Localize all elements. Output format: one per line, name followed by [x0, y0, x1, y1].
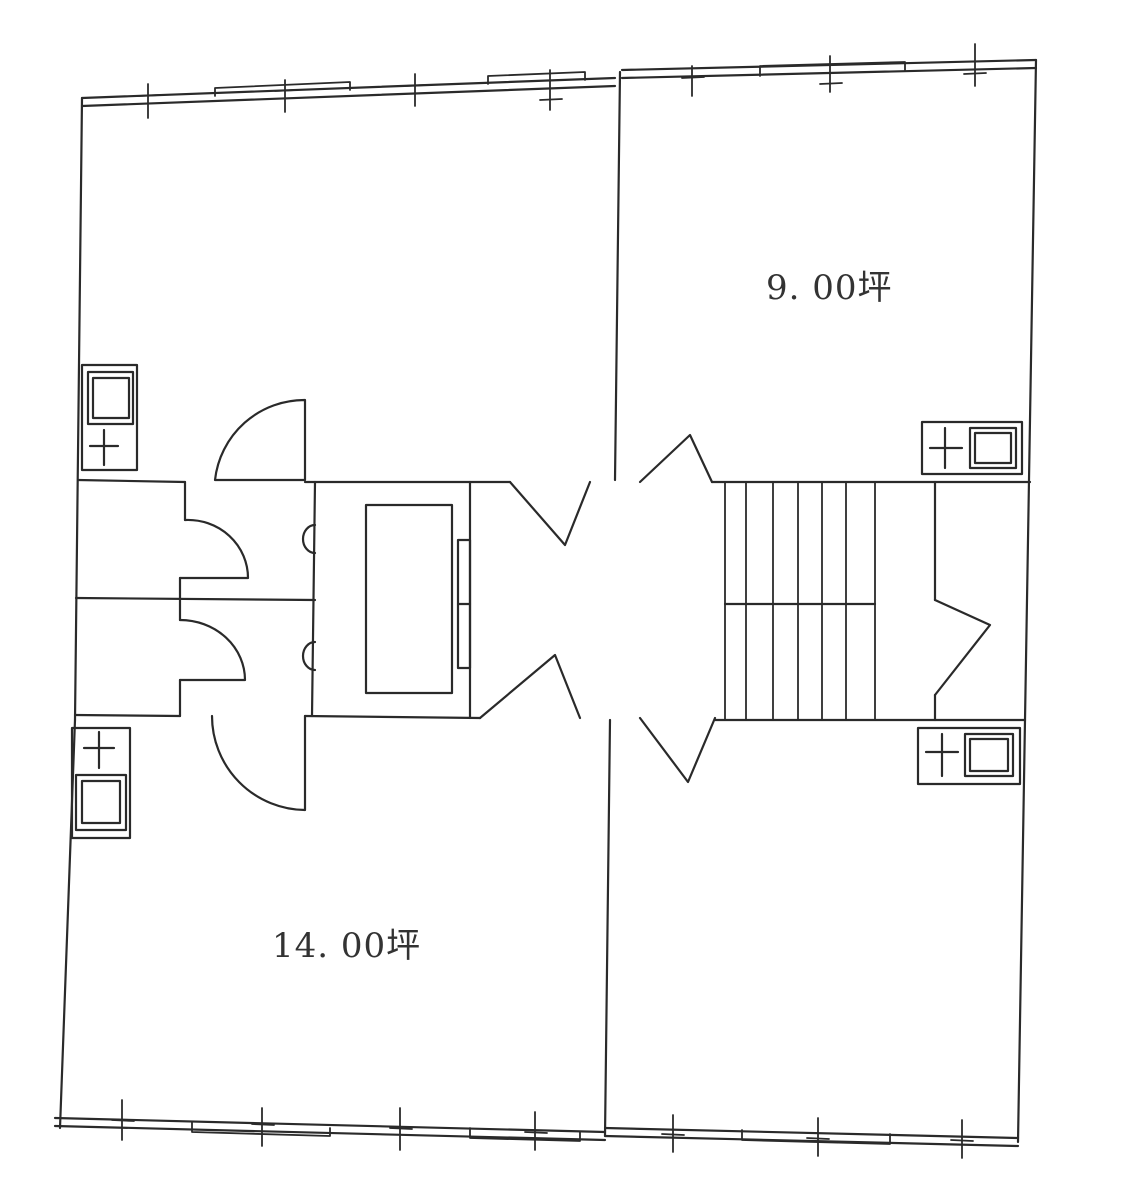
service-unit-upper-left: [80, 363, 139, 472]
doors: [178, 398, 992, 812]
room-area-label-upper-right: 9. 00坪: [766, 268, 893, 308]
service-unit-lower-right: [916, 726, 1022, 786]
room-area-label-lower-left: 14. 00坪: [272, 926, 422, 966]
elevator: [364, 503, 472, 695]
interior-walls: [73, 70, 1032, 1138]
toilet-fixtures: [301, 523, 317, 672]
staircase: [723, 481, 877, 721]
service-unit-lower-left: [70, 726, 132, 840]
service-unit-upper-right: [920, 420, 1024, 476]
window-sashes: [111, 43, 987, 1159]
outer-walls: [53, 58, 1038, 1148]
